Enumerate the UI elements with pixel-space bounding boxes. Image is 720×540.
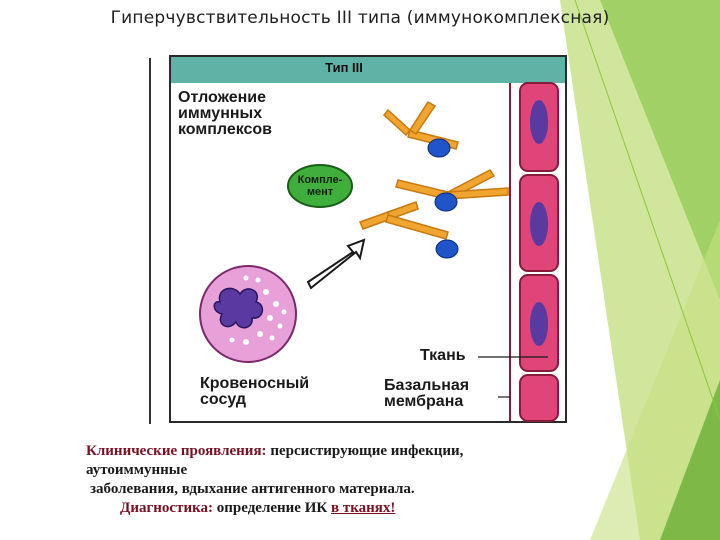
green-stripe-3: [590, 220, 720, 540]
label-vessel: Кровеносный сосуд: [200, 376, 309, 408]
arrow-shape: [306, 238, 366, 290]
label-membrane-line: мембрана: [384, 393, 464, 410]
blood-cell: [199, 265, 297, 363]
green-stripe-4: [660, 380, 720, 540]
caption-line-3: заболевания, вдыхание антигенного матери…: [90, 481, 415, 497]
label-deposition: Отложение иммунных комплексов: [178, 90, 272, 138]
tissue-cell: [519, 374, 559, 422]
antigens: [427, 138, 459, 259]
granules: [229, 275, 287, 345]
caption-line-2: аутоиммунные: [86, 462, 188, 478]
hypersensitivity-diagram: Тип III Отложение иммунных комплексов Ко…: [148, 52, 568, 424]
cell-nucleus: [530, 202, 548, 246]
figure-header-label: Тип III: [325, 60, 363, 75]
antigen: [435, 239, 459, 259]
complement: [287, 164, 353, 208]
diagnostics-emphasis: в тканях!: [331, 500, 396, 516]
label-deposition-line: иммунных: [178, 105, 263, 122]
tissue-cells: [519, 82, 559, 422]
green-line: [574, 0, 720, 421]
cell-nucleus-lobed: [213, 287, 264, 329]
antigen: [427, 138, 451, 158]
clinical-text-1: персистирующие инфекции,: [270, 443, 464, 459]
label-complement: Компле- мент: [288, 174, 352, 198]
clinical-label: Клинические проявления:: [86, 443, 267, 459]
cell-nucleus: [530, 100, 548, 144]
label-membrane: Базальная мембрана: [384, 378, 469, 410]
diagnostics-text: определение ИК: [216, 500, 328, 516]
antigen: [434, 192, 458, 212]
slide-title: Гиперчувствительность III типа (иммуноко…: [110, 8, 610, 28]
label-deposition-line: комплексов: [178, 121, 273, 138]
label-tissue: Ткань: [420, 347, 466, 364]
diagnostics-label: Диагностика:: [120, 500, 213, 516]
green-stripe-2: [600, 0, 720, 300]
header-bar: [171, 57, 565, 83]
antibody-stem: [385, 214, 449, 240]
caption: Клинические проявления: персистирующие и…: [86, 442, 646, 518]
label-complement-line: мент: [306, 186, 334, 198]
cell-nucleus: [530, 302, 548, 346]
label-deposition-line: Отложение: [178, 89, 267, 106]
antibody-arm: [382, 108, 412, 137]
caption-line-4: Диагностика: определение ИК в тканях!: [86, 499, 646, 518]
antibody-arm: [408, 100, 437, 136]
label-complement-line: Компле-: [297, 174, 343, 186]
caption-line-1: Клинические проявления: персистирующие и…: [86, 442, 646, 461]
label-vessel-line: Кровеносный: [200, 375, 310, 392]
diagram-svg: [169, 55, 567, 423]
label-vessel-line: сосуд: [200, 391, 247, 408]
arrow: [306, 238, 366, 290]
label-membrane-line: Базальная: [384, 377, 470, 394]
immune-complexes: [358, 100, 509, 240]
